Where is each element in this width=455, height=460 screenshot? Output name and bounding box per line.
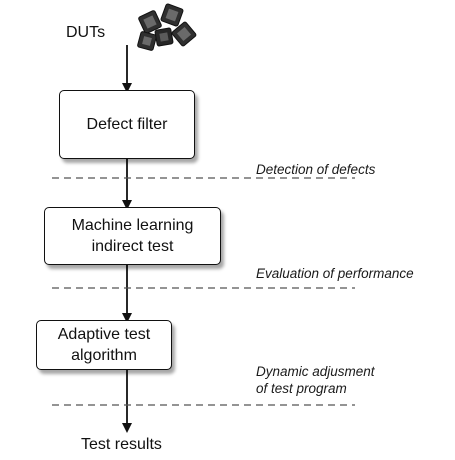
machine-learning-label-line-2: indirect test: [91, 238, 174, 255]
note-dynamic-adjustment-line-2: of test program: [256, 381, 347, 396]
machine-learning-box: Machine learning indirect test: [44, 207, 221, 265]
adaptive-test-box: Adaptive test algorithm: [36, 320, 172, 370]
defect-filter-box: Defect filter: [59, 90, 195, 159]
note-detection-of-defects: Detection of defects: [256, 162, 376, 177]
machine-learning-label-line-1: Machine learning: [71, 217, 194, 234]
note-evaluation-of-performance: Evaluation of performance: [256, 266, 414, 281]
adaptive-test-label-line-1: Adaptive test: [57, 326, 151, 343]
chip-cluster-icon: [137, 3, 197, 51]
note-dynamic-adjustment-line-1: Dynamic adjusment: [256, 364, 375, 379]
duts-label: DUTs: [66, 24, 106, 41]
defect-filter-label: Defect filter: [86, 116, 168, 133]
test-results-label: Test results: [81, 436, 162, 453]
adaptive-test-label-line-2: algorithm: [71, 347, 137, 364]
